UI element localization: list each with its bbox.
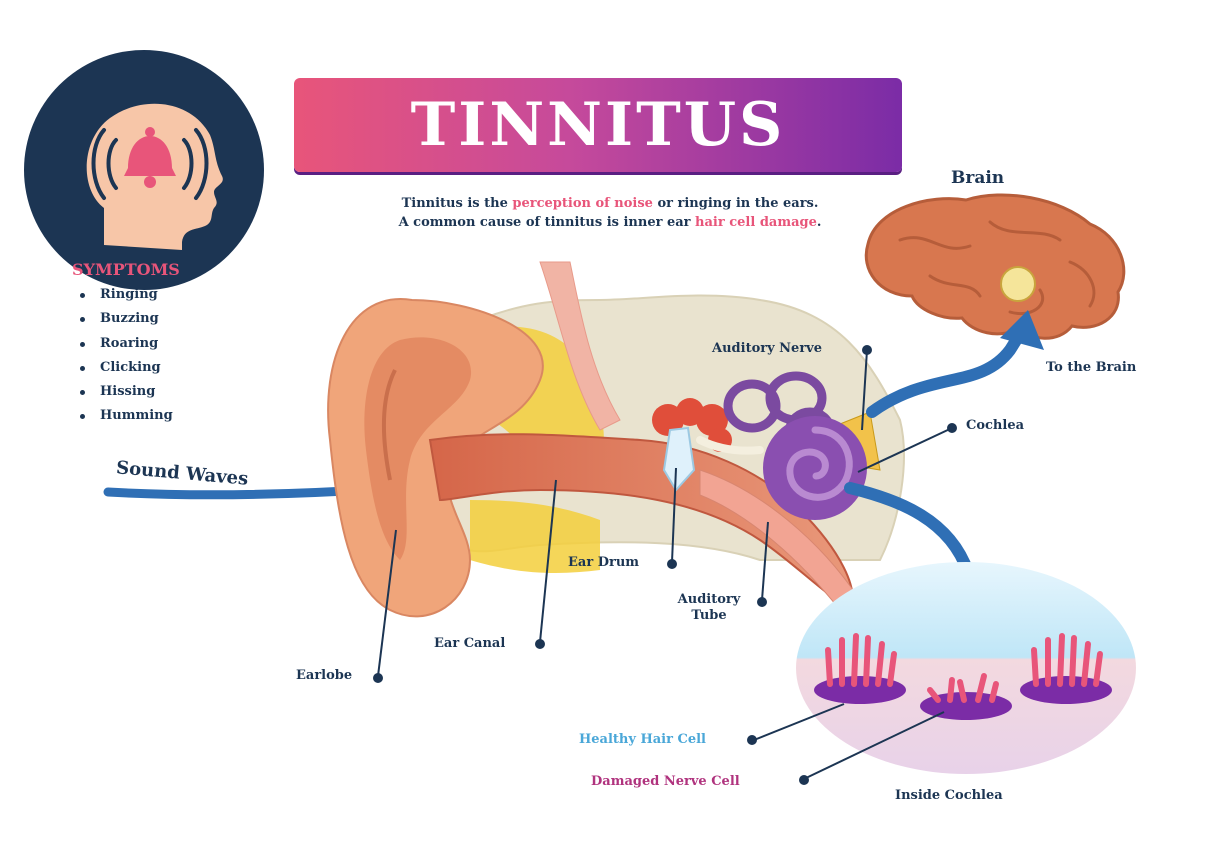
- subtitle: Tinnitus is the perception of noise or r…: [300, 194, 920, 232]
- subtitle-text: .: [816, 215, 822, 230]
- to-the-brain-label: To the Brain: [1046, 360, 1137, 375]
- earlobe-label: Earlobe: [296, 668, 353, 683]
- symptom-item: Buzzing: [78, 309, 173, 333]
- to-the-brain-arrow: [866, 310, 1044, 418]
- leader-lines: [373, 345, 957, 785]
- auditory-tube-line-2: Tube: [691, 608, 727, 623]
- ear-canal-label: Ear Canal: [434, 636, 506, 651]
- inside-cochlea-label: Inside Cochlea: [895, 788, 1003, 803]
- symptoms-title: SYMPTOMS: [72, 260, 180, 279]
- ossicles: [652, 398, 764, 492]
- auditory-tube-line-1: Auditory: [677, 592, 741, 607]
- bell-icon: [124, 127, 176, 188]
- auditory-tube-label: Auditory Tube: [666, 592, 752, 624]
- symptom-item: Humming: [78, 406, 173, 430]
- symptom-item: Clicking: [78, 358, 173, 382]
- symptom-item: Ringing: [78, 285, 173, 309]
- title-banner: TINNITUS: [294, 78, 902, 172]
- subtitle-text: Tinnitus is the: [401, 196, 513, 211]
- auditory-nerve-label: Auditory Nerve: [712, 341, 822, 356]
- cochlea-label: Cochlea: [966, 418, 1025, 433]
- subtitle-highlight: perception of noise: [512, 196, 653, 211]
- symptom-item: Roaring: [78, 334, 173, 358]
- symptom-item: Hissing: [78, 382, 173, 406]
- damaged-nerve-cell-label: Damaged Nerve Cell: [591, 774, 740, 789]
- head-icon: [24, 50, 264, 290]
- subtitle-line-1: Tinnitus is the perception of noise or r…: [300, 194, 920, 213]
- inside-cochlea-illustration: [796, 562, 1136, 774]
- page-title: TINNITUS: [410, 90, 786, 160]
- subtitle-text: or ringing in the ears.: [652, 196, 819, 211]
- sound-wave-icon: [91, 128, 209, 200]
- subtitle-line-2: A common cause of tinnitus is inner ear …: [300, 213, 920, 232]
- subtitle-text: A common cause of tinnitus is inner ear: [398, 215, 696, 230]
- cochlea: [763, 416, 867, 520]
- brain-label: Brain: [951, 168, 1005, 188]
- ear-drum-label: Ear Drum: [568, 555, 640, 570]
- brain-icon: [864, 193, 1126, 340]
- subtitle-highlight: hair cell damage: [695, 215, 817, 230]
- symptoms-list: Ringing Buzzing Roaring Clicking Hissing…: [78, 285, 173, 431]
- healthy-hair-cell-label: Healthy Hair Cell: [579, 732, 706, 747]
